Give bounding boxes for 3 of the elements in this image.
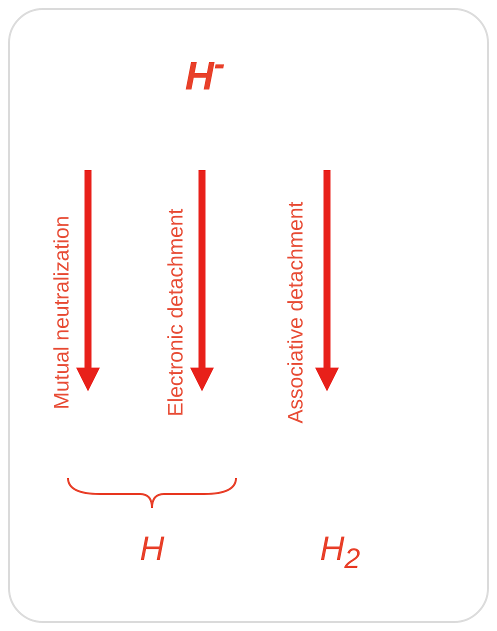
- species-label: H$^{-}$: [160, 48, 250, 96]
- species-label: H: [130, 532, 174, 566]
- species-label: H$_{2}$: [310, 532, 370, 574]
